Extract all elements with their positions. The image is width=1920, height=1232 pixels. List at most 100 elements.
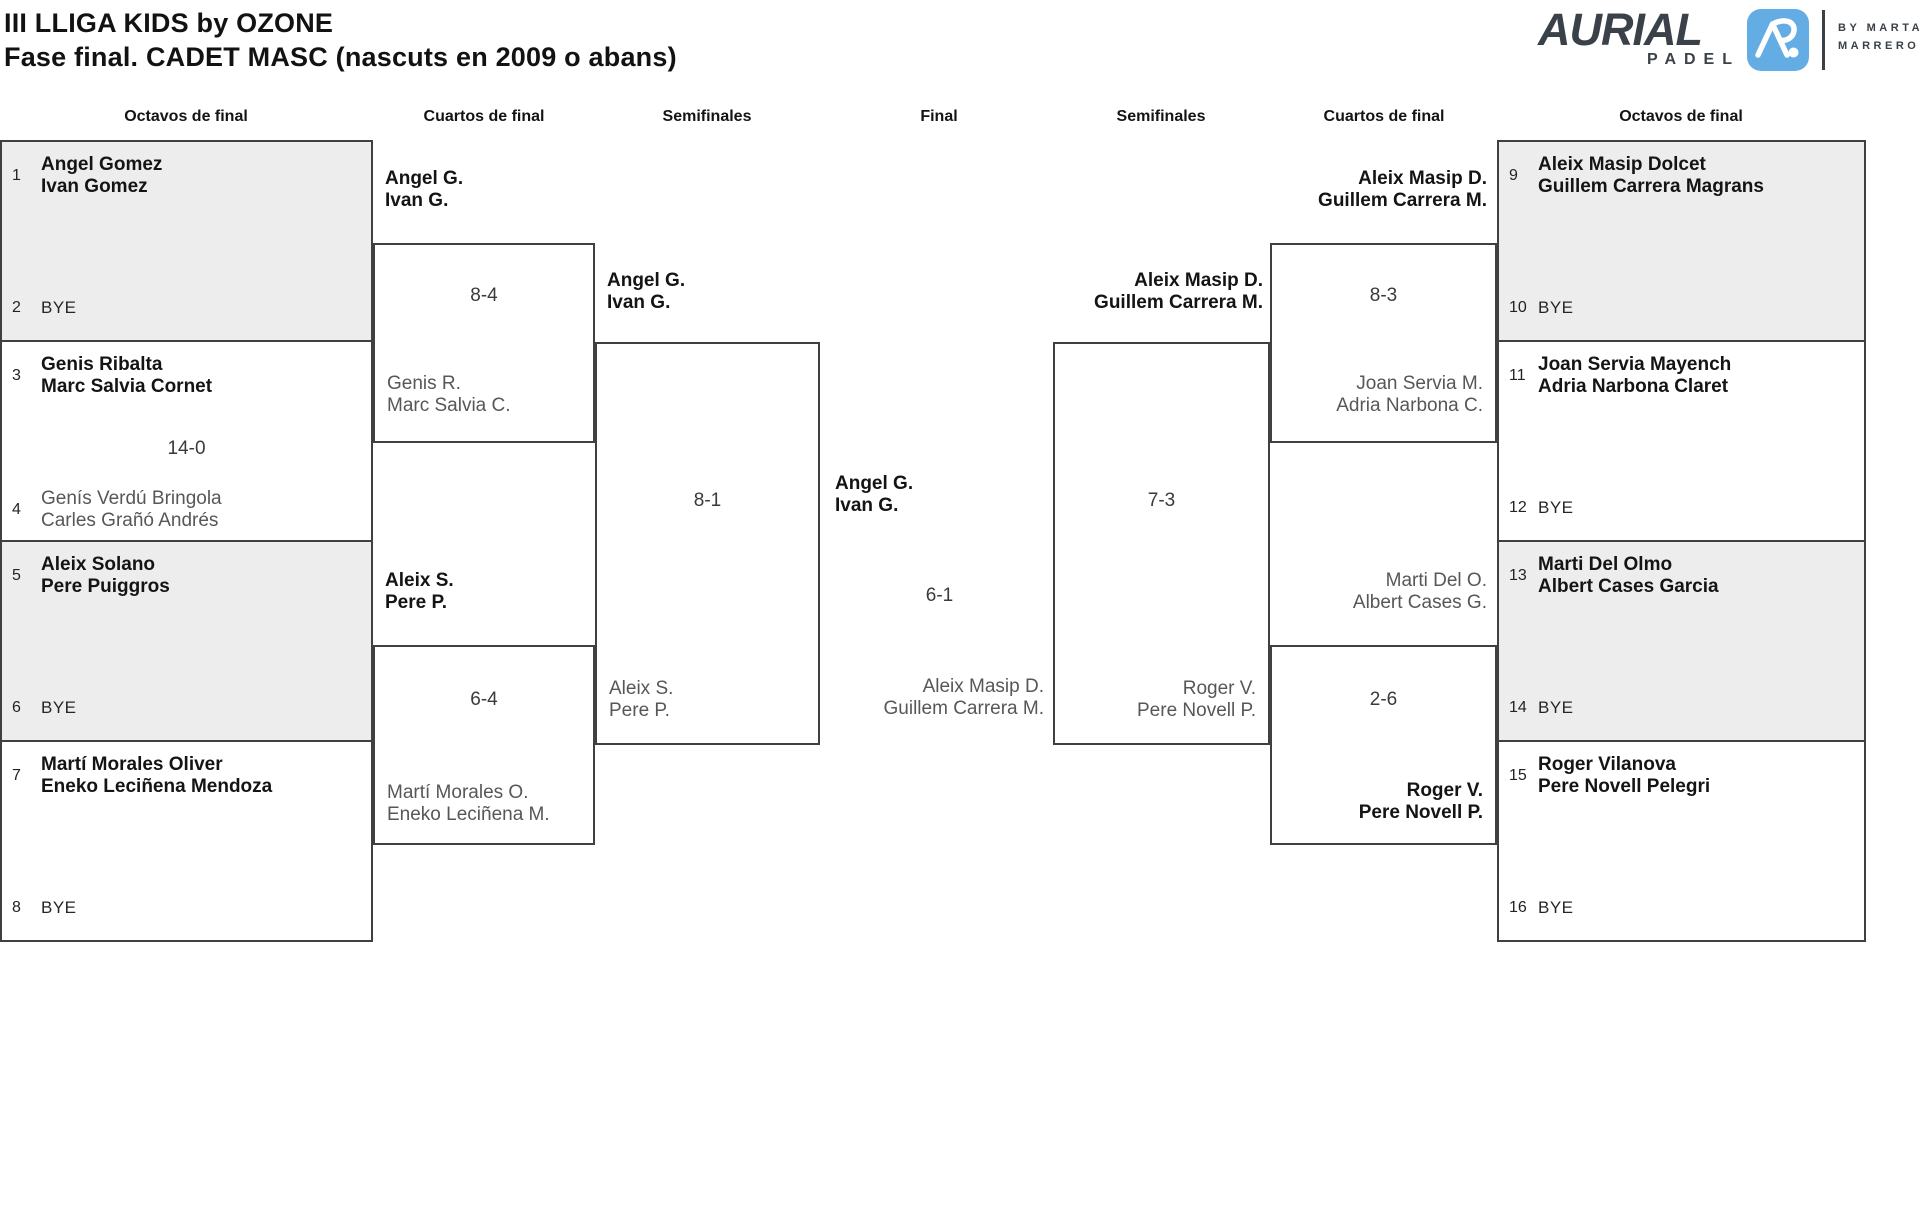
team-name-line: Adria Narbona Claret [1538, 376, 1729, 397]
team-name-line: Ivan G. [385, 190, 449, 211]
team-name-line: Genis Ribalta [41, 354, 163, 375]
team-slot: 1 Angel Gomez Ivan Gomez [12, 154, 162, 198]
seed-number: 7 [12, 767, 21, 784]
team-name-line: Angel G. [385, 168, 464, 189]
team-name: Marti Del Olmo Albert Cases Garcia [1538, 554, 1719, 598]
seed-number: 3 [12, 367, 21, 384]
team-name: Martí Morales Oliver Eneko Leciñena Mend… [41, 754, 272, 798]
r16-match-11-12: 11 Joan Servia Mayench Adria Narbona Cla… [1499, 342, 1864, 542]
seed-number: 16 [1509, 899, 1527, 916]
eliminated-team-label: Martí Morales O. Eneko Leciñena M. [387, 782, 550, 826]
team-name-line: Albert Cases G. [1352, 592, 1487, 613]
seed-number: 2 [12, 299, 21, 316]
seed-number: 15 [1509, 767, 1527, 784]
seed-number: 4 [12, 501, 21, 518]
team-slot: 8 BYE [12, 898, 77, 918]
round-header-semis-right: Semifinales [1116, 108, 1206, 125]
logo-divider [1822, 10, 1825, 70]
team-name-line: Joan Servia Mayench [1538, 354, 1732, 375]
r16-match-13-14: 13 Marti Del Olmo Albert Cases Garcia 14… [1499, 542, 1864, 742]
seed-number: 10 [1509, 299, 1527, 316]
team-name-line: Aleix Masip D. [922, 676, 1044, 697]
seed-number: 11 [1509, 367, 1526, 384]
match-score: 8-4 [470, 285, 498, 306]
brand-logo-subtext: PADEL [1646, 51, 1740, 68]
qf-entrant-right-1: Aleix Masip D. Guillem Carrera M. [1280, 168, 1487, 212]
team-name-line: Ivan Gomez [41, 176, 148, 197]
sf-box-left: 8-1 Aleix S. Pere P. [595, 342, 820, 745]
team-name: Genís Verdú Bringola Carles Grañó Andrés [41, 488, 222, 532]
r16-match-7-8: 7 Martí Morales Oliver Eneko Leciñena Me… [2, 742, 371, 940]
team-name-line: Eneko Leciñena Mendoza [41, 776, 273, 797]
bye-label: BYE [41, 898, 77, 917]
seed-number: 8 [12, 899, 21, 916]
team-name-line: Genís Verdú Bringola [41, 488, 222, 509]
bye-label: BYE [1538, 298, 1574, 317]
team-name-line: Aleix Masip Dolcet [1538, 154, 1706, 175]
qf-box-left-1: 8-4 Genis R. Marc Salvia C. [373, 243, 595, 443]
seed-number: 12 [1509, 499, 1527, 516]
team-name: Roger Vilanova Pere Novell Pelegri [1538, 754, 1710, 798]
team-name: Aleix Masip Dolcet Guillem Carrera Magra… [1538, 154, 1764, 198]
team-slot: 3 Genis Ribalta Marc Salvia Cornet [12, 354, 212, 398]
team-name-line: Genis R. [387, 373, 461, 394]
a-monogram-icon [1755, 18, 1799, 58]
team-slot: 15 Roger Vilanova Pere Novell Pelegri [1509, 754, 1710, 798]
final-runnerup-label: Aleix Masip D. Guillem Carrera M. [826, 676, 1044, 720]
team-name: Angel Gomez Ivan Gomez [41, 154, 162, 198]
team-name-line: Pere Novell P. [1358, 802, 1483, 823]
team-slot: 2 BYE [12, 298, 77, 318]
page-title: III LLIGA KIDS by OZONE [4, 8, 334, 38]
team-name-line: Joan Servia M. [1356, 373, 1483, 394]
r16-column-right: 9 Aleix Masip Dolcet Guillem Carrera Mag… [1497, 140, 1866, 942]
bye-label: BYE [41, 298, 77, 317]
team-slot: 13 Marti Del Olmo Albert Cases Garcia [1509, 554, 1719, 598]
eliminated-team-label: Joan Servia M. Adria Narbona C. [1272, 373, 1483, 417]
team-name: Joan Servia Mayench Adria Narbona Claret [1538, 354, 1731, 398]
team-name-line: Guillem Carrera M. [1318, 190, 1487, 211]
team-name-line: Aleix Solano [41, 554, 156, 575]
team-name-line: Roger Vilanova [1538, 754, 1676, 775]
team-name-line: Pere P. [385, 592, 447, 613]
round-header-semis-left: Semifinales [662, 108, 752, 125]
team-name-line: Martí Morales Oliver [41, 754, 223, 775]
team-name-line: Angel Gomez [41, 154, 163, 175]
team-name-line: Guillem Carrera M. [883, 698, 1044, 719]
team-name-line: Carles Grañó Andrés [41, 510, 219, 531]
bye-label: BYE [1538, 498, 1574, 517]
team-name-line: Angel G. [835, 473, 914, 494]
team-name-line: Aleix S. [385, 570, 454, 591]
sf-entrant-left: Angel G. Ivan G. [607, 270, 685, 314]
advancing-team-label: Roger V. Pere Novell P. [1272, 780, 1483, 824]
qf-box-left-2: 6-4 Martí Morales O. Eneko Leciñena M. [373, 645, 595, 845]
round-header-octavos-right: Octavos de final [1619, 108, 1743, 125]
byline-line1: BY MARTA [1838, 22, 1920, 34]
team-name-line: Roger V. [1406, 780, 1483, 801]
team-name-line: Marti Del O. [1385, 570, 1487, 591]
qf-entrant-right-2: Marti Del O. Albert Cases G. [1280, 570, 1487, 614]
match-score: 8-3 [1369, 285, 1398, 306]
team-name-line: Ivan G. [835, 495, 899, 516]
brand-logo-text: AURIAL [1538, 4, 1703, 55]
brand-monogram-icon [1747, 9, 1809, 71]
team-slot: 10 BYE [1509, 298, 1574, 318]
team-name-line: Albert Cases Garcia [1538, 576, 1719, 597]
team-name-line: Adria Narbona C. [1336, 395, 1483, 416]
team-name-line: Martí Morales O. [387, 782, 529, 803]
team-name-line: Guillem Carrera Magrans [1538, 176, 1764, 197]
eliminated-team-label: Genis R. Marc Salvia C. [387, 373, 511, 417]
qf-box-right-2: 2-6 Roger V. Pere Novell P. [1270, 645, 1497, 845]
r16-match-1-2: 1 Angel Gomez Ivan Gomez 2 BYE [2, 142, 371, 342]
team-name-line: Marti Del Olmo [1538, 554, 1673, 575]
team-name-line: Pere P. [609, 700, 670, 721]
team-name-line: Pere Novell P. [1137, 700, 1256, 721]
eliminated-team-label: Roger V. Pere Novell P. [1055, 678, 1256, 722]
team-name-line: Angel G. [607, 270, 686, 291]
team-name-line: Aleix Masip D. [1358, 168, 1487, 189]
seed-number: 1 [12, 167, 21, 184]
seed-number: 13 [1509, 567, 1527, 584]
team-name-line: Marc Salvia Cornet [41, 376, 213, 397]
team-name-line: Ivan G. [607, 292, 671, 313]
team-name-line: Roger V. [1182, 678, 1256, 699]
